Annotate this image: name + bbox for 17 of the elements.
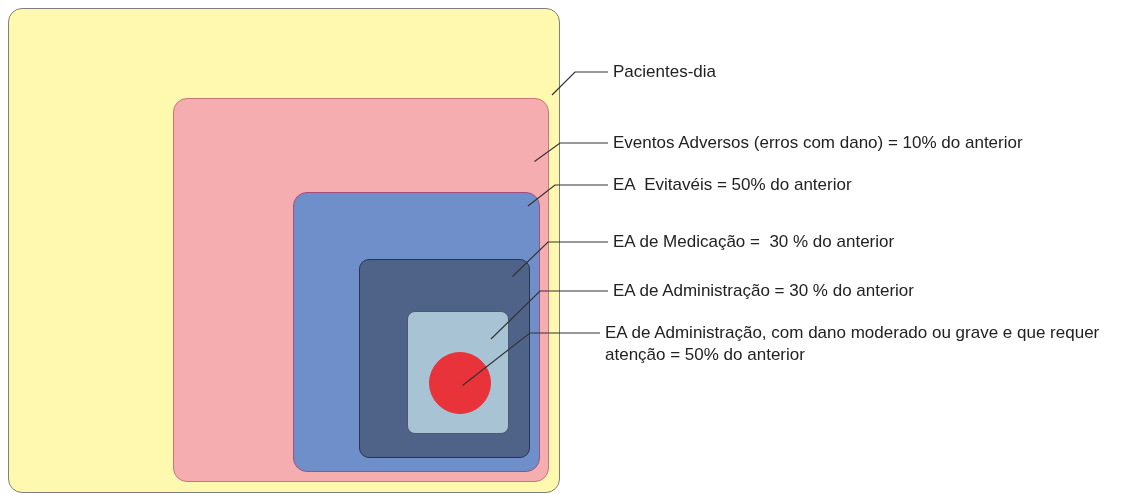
nested-box — [8, 8, 560, 493]
leader-label: EA Evitavéis = 50% do anterior — [613, 174, 1113, 196]
leader-line — [527, 184, 609, 207]
leader-line — [551, 71, 609, 96]
nested-box — [173, 98, 549, 482]
nested-box — [293, 192, 540, 472]
nested-box — [359, 259, 530, 458]
leader-line — [533, 142, 609, 163]
leader-label: EA de Administração, com dano moderado ou grave e que requer atenção = 50% do anterior — [605, 322, 1120, 366]
leader-line — [490, 290, 609, 340]
leader-label: EA de Medicação = 30 % do anterior — [613, 231, 1113, 253]
nested-box — [407, 311, 509, 434]
leader-line — [461, 332, 601, 387]
leader-label: Eventos Adversos (erros com dano) = 10% do anterior — [613, 132, 1113, 154]
leader-line — [511, 241, 609, 278]
leader-label: Pacientes-dia — [613, 61, 913, 83]
leader-label: EA de Administração = 30 % do anterior — [613, 280, 1113, 302]
